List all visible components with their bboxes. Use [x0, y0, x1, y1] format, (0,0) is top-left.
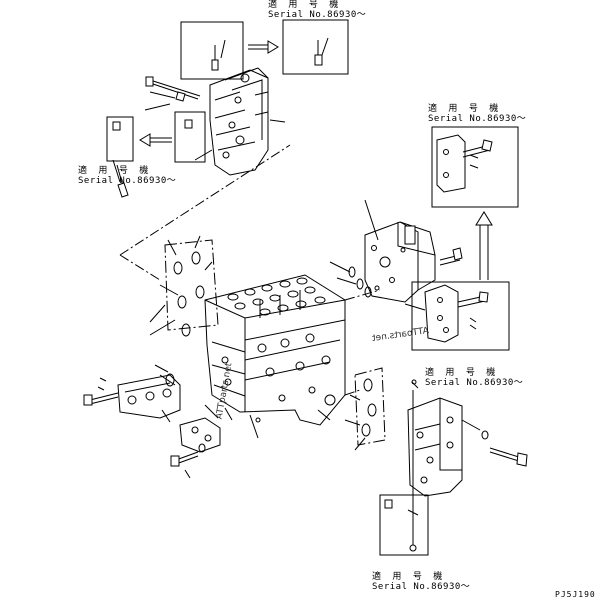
detail-box-top	[181, 22, 243, 79]
serial-label-right-top: 適 用 号 機 Serial No.86930～	[428, 104, 527, 124]
serial-label-right-mid: 適 用 号 機 Serial No.86930～	[425, 368, 524, 388]
serial-label-left: 適 用 号 機 Serial No.86930～	[78, 166, 177, 186]
chain-line	[345, 390, 360, 395]
main-control-valve	[205, 275, 345, 438]
detail-box-bottom	[380, 495, 428, 555]
plate-detail	[432, 127, 518, 280]
detail-box-mid	[175, 112, 205, 162]
chain-line	[345, 290, 380, 300]
lower-right-section	[345, 368, 527, 555]
drawing-code: PJ5J190	[555, 590, 596, 599]
detail-box-left	[107, 117, 133, 161]
detail-box-top-right	[283, 20, 348, 74]
detail-box-right-mid	[412, 282, 509, 350]
serial-label-top: 適 用 号 機 Serial No.86930～	[268, 0, 367, 20]
end-blocks	[84, 365, 232, 478]
serial-label-bottom: 適 用 号 機 Serial No.86930～	[372, 572, 471, 592]
solenoid-assembly	[330, 200, 509, 350]
upper-valve-section	[107, 20, 348, 255]
detail-box-right-top	[432, 127, 518, 207]
seal-plates	[120, 236, 218, 336]
